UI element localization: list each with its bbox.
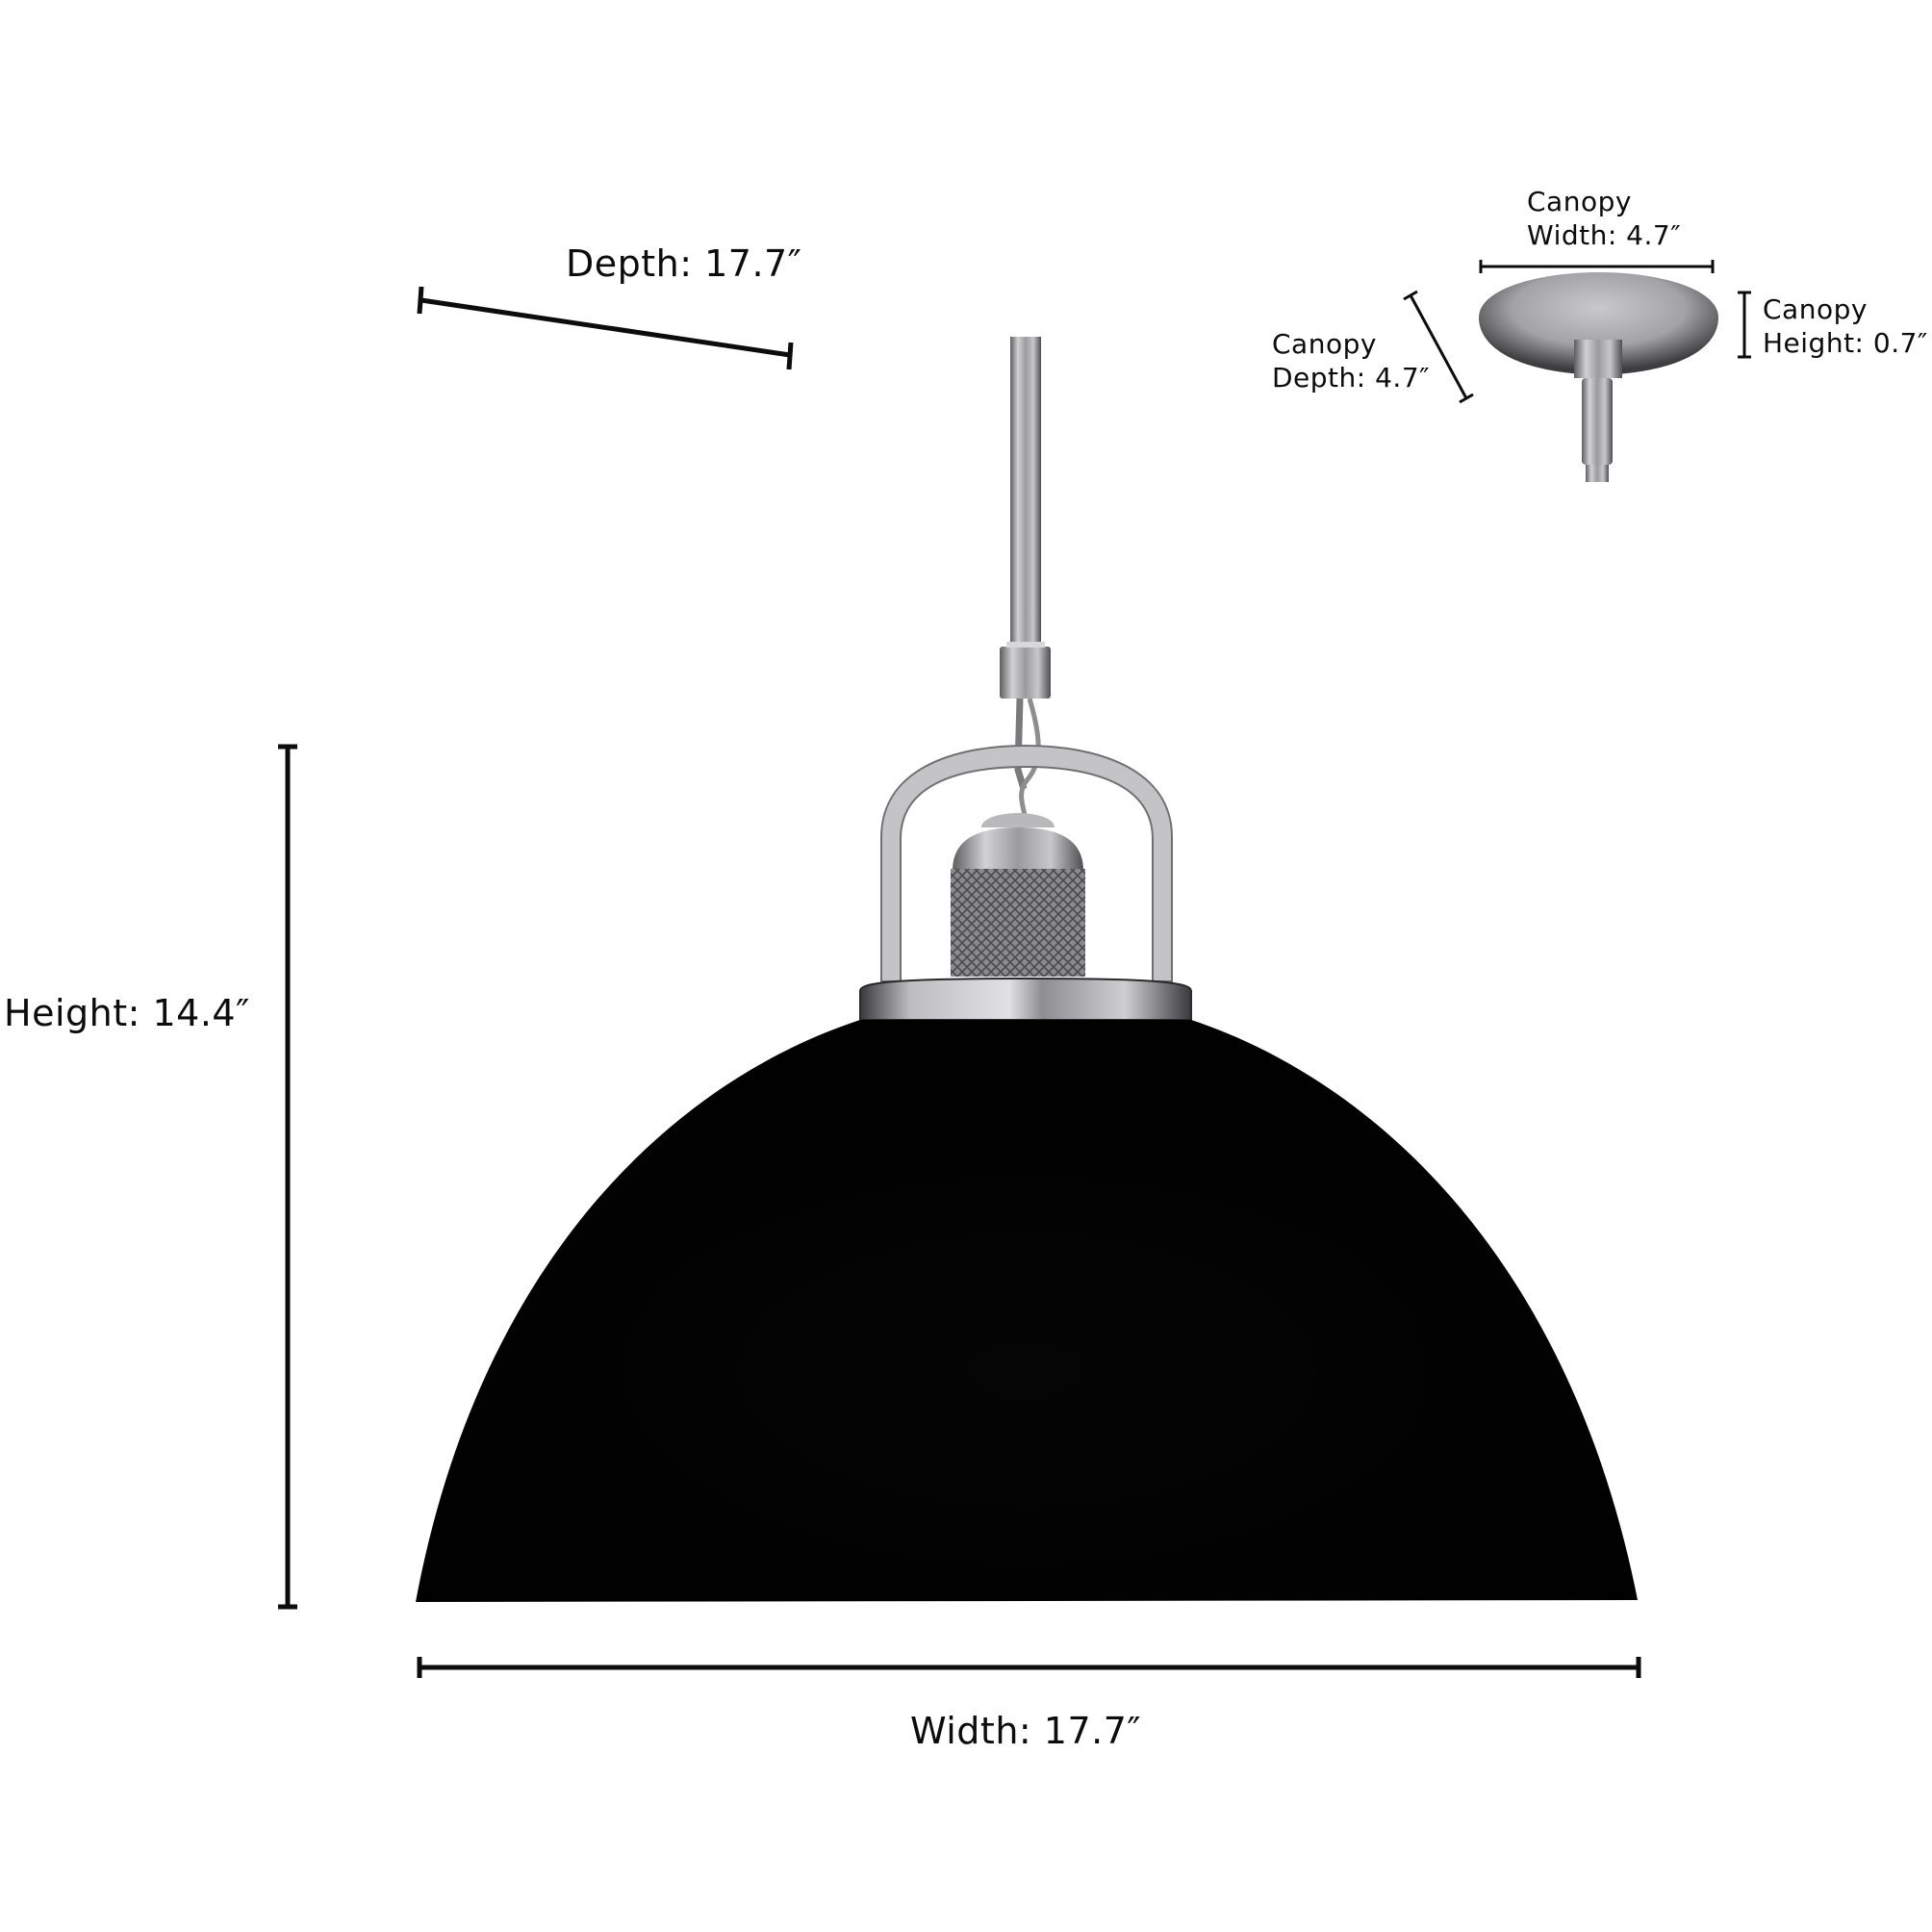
arch-bracket-icon bbox=[880, 744, 1173, 982]
canopy-width-label-line1: Canopy bbox=[1527, 186, 1632, 217]
width-label: Width: 17.7″ bbox=[910, 1710, 1142, 1752]
canopy-depth-label-line1: Canopy bbox=[1272, 328, 1377, 360]
canopy-height-label-line1: Canopy bbox=[1763, 293, 1868, 325]
socket-icon bbox=[951, 813, 1085, 977]
canopy-height-label: Canopy Height: 0.7″ bbox=[1763, 292, 1928, 360]
depth-label: Depth: 17.7″ bbox=[566, 242, 802, 285]
canopy-width-label: Canopy Width: 4.7″ bbox=[1527, 185, 1681, 252]
canopy-depth-label-line2: Depth: 4.7″ bbox=[1272, 362, 1431, 394]
canopy-depth-dimension-line bbox=[1403, 290, 1474, 404]
dome-shade-icon bbox=[416, 1020, 1638, 1602]
canopy-depth-label: Canopy Depth: 4.7″ bbox=[1272, 327, 1430, 394]
collar-ring-icon bbox=[859, 977, 1192, 1021]
canopy-width-label-line2: Width: 4.7″ bbox=[1527, 219, 1682, 251]
canopy-height-label-line2: Height: 0.7″ bbox=[1763, 327, 1928, 359]
depth-dimension-line bbox=[417, 286, 794, 370]
canopy-width-dimension-line bbox=[1479, 260, 1715, 273]
canopy-height-dimension-line bbox=[1738, 291, 1751, 359]
width-dimension-line bbox=[417, 1657, 1641, 1678]
height-label: Height: 14.4″ bbox=[4, 992, 250, 1034]
height-dimension-line bbox=[278, 744, 297, 1610]
canopy-icon bbox=[1479, 272, 1718, 482]
